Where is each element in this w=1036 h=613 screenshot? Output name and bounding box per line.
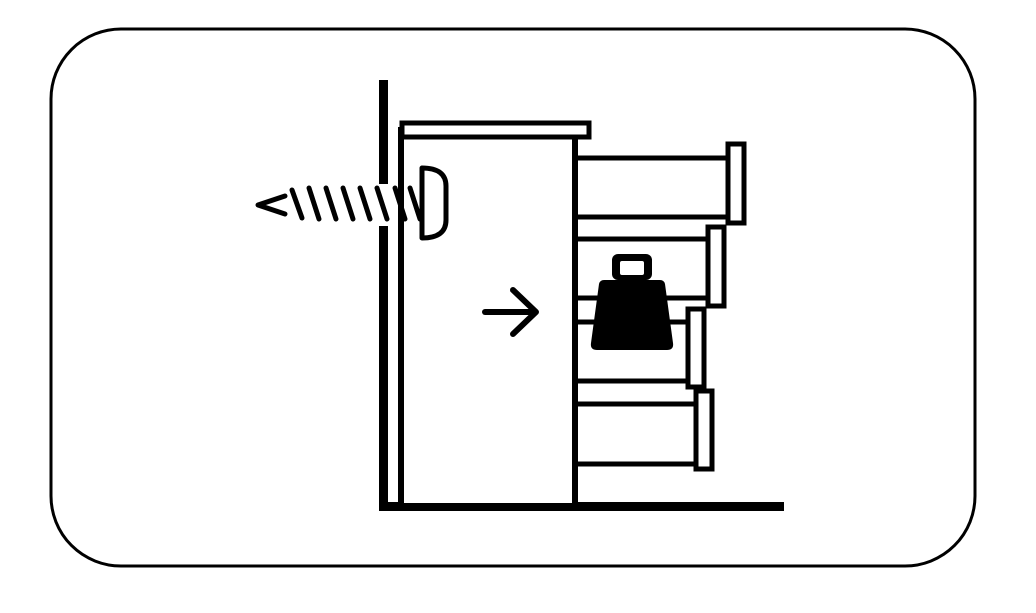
wall-icon: [379, 80, 388, 508]
arrow-right-icon: [482, 287, 539, 337]
floor-icon: [379, 502, 784, 511]
drawer-icon: [578, 141, 747, 472]
drawer-4: [578, 388, 715, 472]
screw-icon: [255, 165, 449, 241]
weight-icon: [590, 254, 674, 350]
drawer-1: [578, 141, 747, 226]
